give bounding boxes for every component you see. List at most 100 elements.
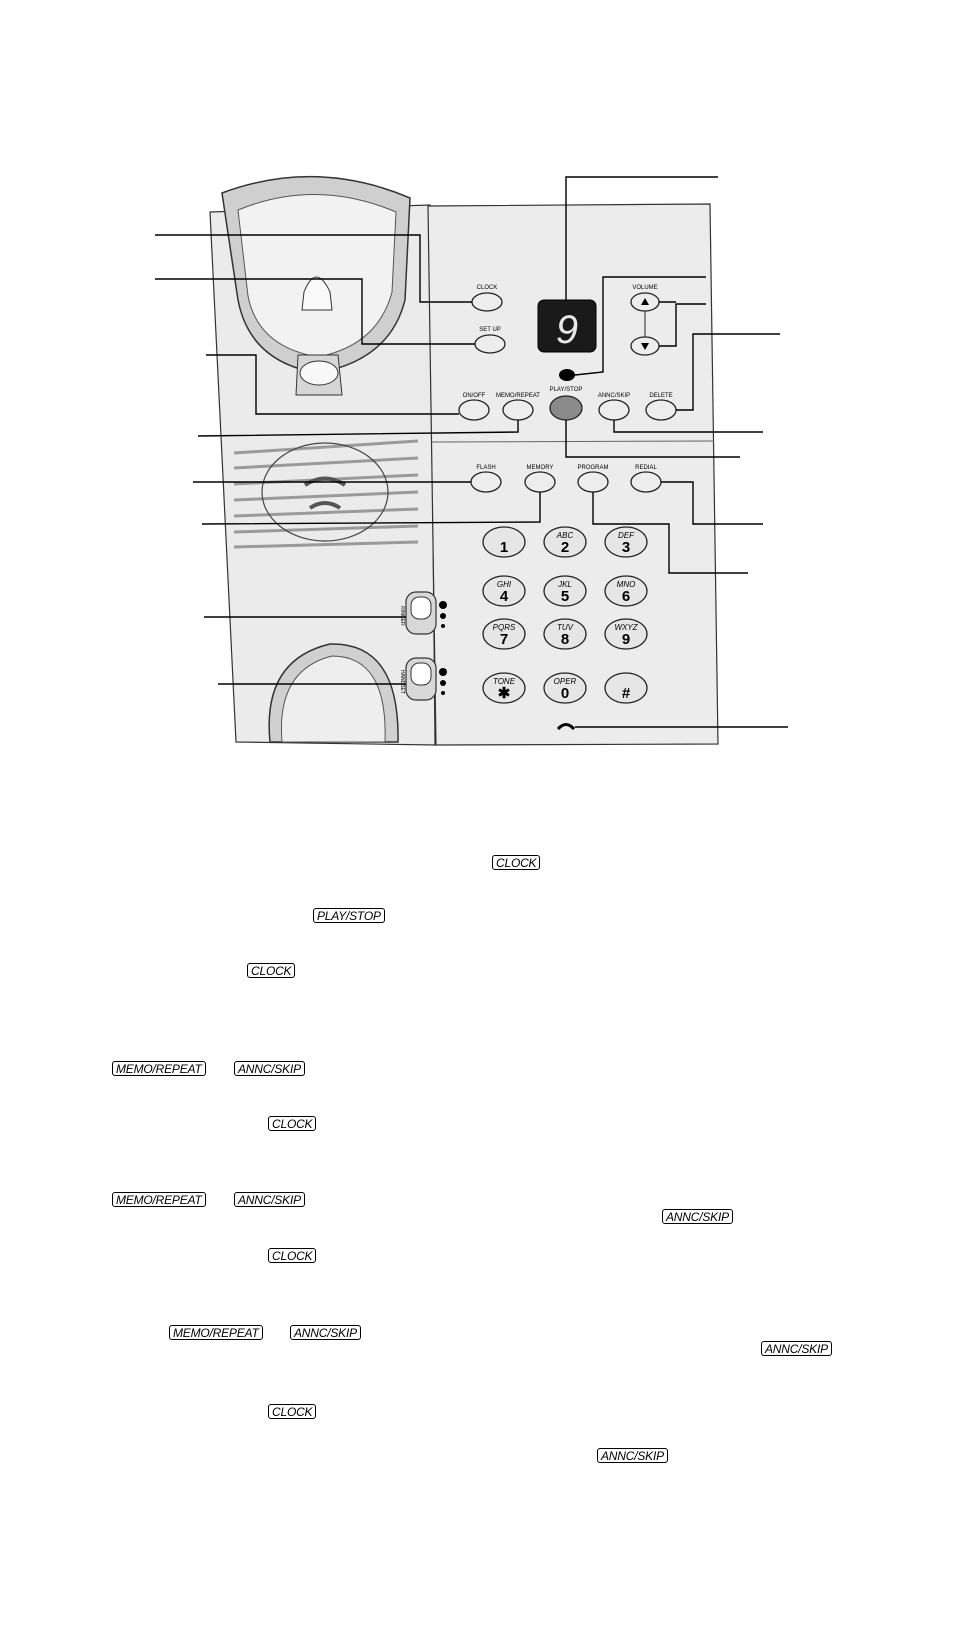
key-letters: ABC [556, 531, 574, 540]
key-letters: JKL [557, 580, 572, 589]
redial-label: REDIAL [635, 465, 657, 471]
key-11[interactable] [604, 672, 648, 704]
memo-repeat-label: MEMO/REPEAT [496, 393, 540, 399]
handset-earpiece-inner [280, 655, 386, 743]
key-letters: GHI [497, 580, 512, 589]
key-3[interactable] [482, 575, 526, 607]
key-digit: 8 [561, 631, 569, 648]
play-stop-chip: PLAY/STOP [313, 908, 385, 923]
key-7[interactable] [543, 618, 587, 650]
key-digit: 6 [622, 588, 630, 605]
clock-chip-3: CLOCK [268, 1116, 317, 1131]
key-9[interactable] [482, 672, 526, 704]
key-digit: # [622, 685, 631, 702]
speaker [261, 442, 389, 542]
annc-skip-chip-5: ANNC/SKIP [761, 1341, 832, 1356]
phone-diagram: RINGER HANDSET 9 CLOCK SET UP VOLUME ON/… [155, 175, 788, 746]
callout-delete [676, 333, 780, 411]
phone-right-panel [427, 203, 719, 746]
ringer-switch[interactable] [405, 591, 447, 635]
callout-setup [155, 278, 475, 345]
memo-repeat-chip-1: MEMO/REPEAT [112, 1061, 206, 1076]
callout-play-stop [565, 420, 740, 458]
memo-repeat-chip-2: MEMO/REPEAT [112, 1192, 206, 1207]
callout-memory [201, 492, 541, 525]
redial-button[interactable] [630, 471, 662, 493]
flash-button[interactable] [470, 471, 502, 493]
onoff-button[interactable] [458, 399, 490, 421]
display-digit: 9 [556, 308, 578, 352]
memo-repeat-button[interactable] [502, 399, 534, 421]
callout-redial [661, 481, 763, 525]
panel-divider [431, 440, 715, 443]
callout-lines [155, 176, 788, 728]
key-10[interactable] [543, 672, 587, 704]
program-label: PROGRAM [577, 465, 608, 471]
annc-skip-chip-6: ANNC/SKIP [597, 1448, 668, 1463]
key-digit: 5 [561, 588, 569, 605]
key-letters: OPER [554, 677, 577, 686]
hook-switch [301, 276, 333, 311]
message-indicator-light [559, 369, 575, 381]
key-digit: 4 [500, 588, 509, 605]
speaker-cone [303, 476, 347, 487]
delete-button[interactable] [645, 399, 677, 421]
clock-chip-4: CLOCK [268, 1248, 317, 1263]
key-1[interactable] [543, 526, 587, 558]
callout-display [565, 176, 718, 300]
annc-skip-chip-3: ANNC/SKIP [662, 1209, 733, 1224]
key-letters: WXYZ [614, 623, 638, 632]
key-4[interactable] [543, 575, 587, 607]
key-8[interactable] [604, 618, 648, 650]
volume-down-icon [641, 343, 649, 350]
play-stop-button[interactable] [549, 395, 583, 421]
annc-skip-button[interactable] [598, 399, 630, 421]
key-letters: TUV [557, 623, 574, 632]
clock-chip-5: CLOCK [268, 1404, 317, 1419]
key-digit: 0 [561, 685, 569, 702]
volume-label: VOLUME [632, 285, 657, 291]
clock-label: CLOCK [477, 285, 498, 291]
key-6[interactable] [482, 618, 526, 650]
memory-button[interactable] [524, 471, 556, 493]
annc-skip-label: ANNC/SKIP [598, 393, 630, 399]
annc-skip-chip-1: ANNC/SKIP [234, 1061, 305, 1076]
speaker-cone-2 [308, 501, 342, 510]
memory-label: MEMORY [527, 465, 554, 471]
clock-button[interactable] [471, 292, 503, 312]
handset-switch[interactable] [405, 657, 447, 701]
annc-skip-chip-2: ANNC/SKIP [234, 1192, 305, 1207]
onoff-label: ON/OFF [463, 393, 486, 399]
setup-label: SET UP [479, 327, 501, 333]
delete-label: DELETE [649, 393, 672, 399]
key-digit: 9 [622, 631, 630, 648]
phone-receiver-icon [556, 723, 576, 731]
key-digit: 7 [500, 631, 508, 648]
key-letters: PQRS [493, 623, 516, 632]
clock-chip-1: CLOCK [492, 855, 541, 870]
key-letters: MNO [617, 580, 636, 589]
setup-button[interactable] [474, 334, 506, 354]
callout-program [592, 492, 748, 574]
memo-repeat-chip-3: MEMO/REPEAT [169, 1325, 263, 1340]
callout-volume [659, 303, 706, 347]
key-letters: TONE [493, 677, 516, 686]
callout-memo-repeat [197, 420, 519, 437]
callout-annc-skip [613, 420, 763, 433]
program-button[interactable] [577, 471, 609, 493]
key-0[interactable] [482, 526, 526, 558]
callout-onoff [206, 354, 459, 415]
key-2[interactable] [604, 526, 648, 558]
volume-up-icon [641, 298, 649, 305]
key-digit: 1 [500, 539, 508, 556]
key-digit: 2 [561, 539, 569, 556]
clock-chip-2: CLOCK [247, 963, 296, 978]
key-letters: DEF [618, 531, 635, 540]
callout-message-light [574, 276, 706, 376]
key-digit: ✱ [498, 685, 511, 702]
ringer-label: RINGER [399, 606, 405, 626]
keypad: 1ABC2DEF3GHI4JKL5MNO6PQRS7TUV8WXYZ9TONE✱… [482, 526, 648, 704]
key-5[interactable] [604, 575, 648, 607]
handset-label: HANDSET [399, 670, 405, 694]
